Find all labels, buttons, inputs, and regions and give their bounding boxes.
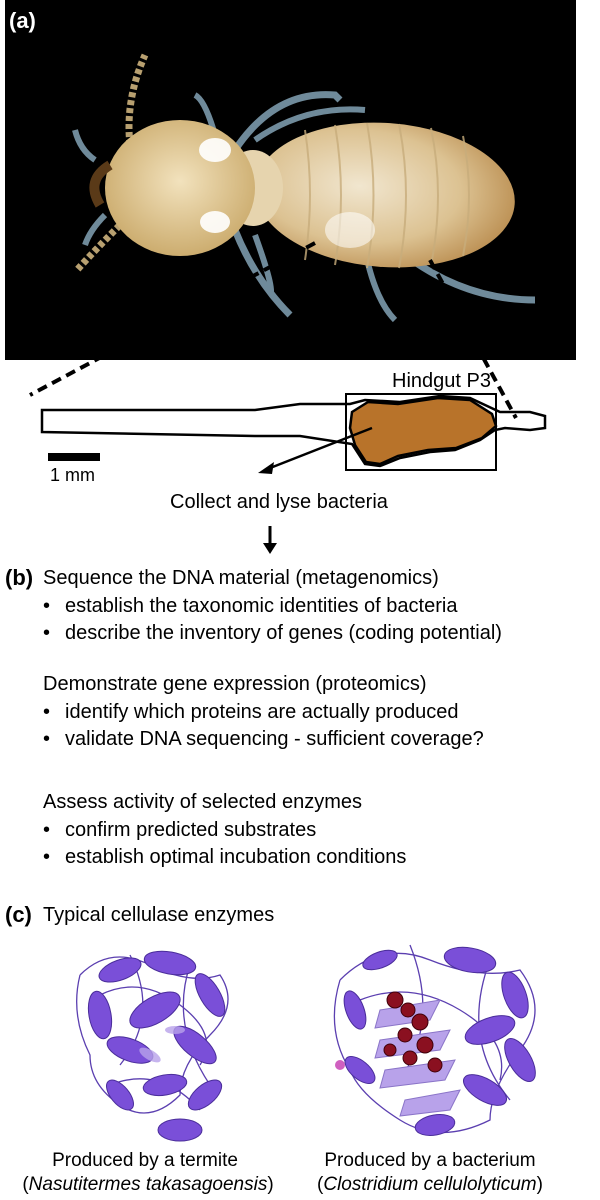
scale-label: 1 mm [50, 465, 95, 485]
right-species: Clostridium cellulolyticum [323, 1174, 537, 1195]
hindgut-diagram [29, 241, 547, 474]
group-2-bullet-1: •identify which proteins are actually pr… [43, 701, 459, 723]
hindgut-p3-region [348, 396, 498, 466]
left-caption-line1: Produced by a termite [52, 1150, 238, 1171]
projection-line-left [29, 241, 316, 397]
gut-outline [40, 394, 547, 468]
group-1-bullet-2: •describe the inventory of genes (coding… [43, 622, 502, 644]
bullet-icon: • [43, 595, 51, 617]
bullet-icon: • [43, 701, 51, 723]
scale-bar [48, 453, 100, 461]
bullet-icon: • [43, 728, 51, 750]
group-2-bullet-2: •validate DNA sequencing - sufficient co… [43, 728, 484, 750]
termite-cellulase-structure [76, 950, 229, 1142]
arrow-line [264, 426, 373, 472]
bacterial-cellulase-structure [333, 944, 536, 1136]
bullet-icon: • [43, 622, 51, 644]
termite-photo [5, 0, 576, 360]
right-caption-line2: (Clostridium cellulolyticum) [317, 1174, 543, 1195]
panel-c-label: (c) [5, 902, 32, 927]
left-caption-line2: (Nasutitermes takasagoensis) [22, 1174, 274, 1195]
group-3-bullet-2: •establish optimal incubation conditions [43, 846, 407, 868]
arrow-head [258, 462, 274, 474]
group-2-heading: Demonstrate gene expression (proteomics) [43, 673, 427, 695]
panel-b-label: (b) [5, 565, 34, 590]
down-arrow-icon [263, 526, 277, 554]
right-caption-line1: Produced by a bacterium [324, 1150, 536, 1171]
panel-c-title: Typical cellulase enzymes [43, 904, 275, 926]
group-3-heading: Assess activity of selected enzymes [43, 791, 363, 813]
hindgut-box [345, 393, 497, 471]
termite-illustration [72, 53, 536, 323]
panel-a-label: (a) [9, 8, 36, 33]
hindgut-label: Hindgut P3 [392, 370, 491, 392]
bullet-icon: • [43, 846, 51, 868]
group-3-bullet-1: •confirm predicted substrates [43, 819, 317, 841]
group-1-bullet-1: •establish the taxonomic identities of b… [43, 595, 458, 617]
group-1-heading: Sequence the DNA material (metagenomics) [43, 567, 439, 589]
collect-label: Collect and lyse bacteria [170, 491, 388, 513]
bullet-icon: • [43, 819, 51, 841]
left-species: Nasutitermes takasagoensis [28, 1174, 268, 1195]
projection-line-right [428, 259, 518, 419]
